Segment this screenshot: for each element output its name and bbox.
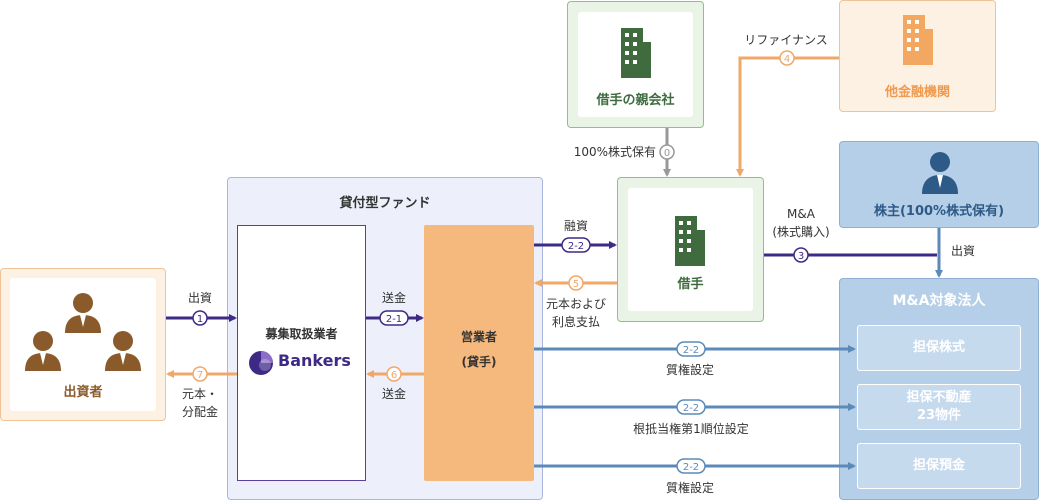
target-box: M&A対象法人 担保株式 担保不動産 23物件 担保預金 [839,278,1039,500]
person-icon [25,331,61,371]
svg-text:2-1: 2-1 [386,314,402,325]
badge-5: 5 [568,275,584,291]
refinance-label: リファイナンス [744,33,828,47]
shareholder-box: 株主(100%株式保有) [839,141,1039,228]
borrower-box: 借手 [617,177,764,322]
badge-3: 3 [793,247,809,263]
repay-label-1: 元本および [545,297,606,311]
svg-text:4: 4 [784,54,790,65]
person-icon [105,331,141,371]
badge-loan: 2-2 [561,237,591,253]
operator-line2: (貸手) [461,355,497,369]
badge-2-1: 2-1 [379,310,409,326]
collateral-deposit: 担保預金 [857,443,1021,489]
broker-title: 募集取扱業者 [265,327,338,341]
badge-pledge2: 2-2 [676,458,706,474]
svg-text:2-2: 2-2 [683,403,699,414]
building-icon [621,28,651,78]
parent-box: 借手の親会社 [567,1,704,128]
broker-logo-text: Bankers [278,351,351,370]
collateral-deposit-label: 担保預金 [912,458,965,473]
svg-text:0: 0 [664,148,670,159]
badge-1: 1 [192,310,208,326]
svg-text:5: 5 [573,279,579,290]
collateral-realestate-line1: 担保不動産 [906,390,972,405]
repay-label-2: 利息支払 [551,315,600,329]
invest-label: 出資 [187,291,212,305]
building-icon [675,216,705,266]
collateral-stock-label: 担保株式 [912,340,965,355]
borrower-label: 借手 [677,277,704,292]
return-label-2: 分配金 [181,405,218,419]
pledge2-label: 質権設定 [665,481,714,495]
operator-box: 営業者 (貸手) [424,225,534,481]
investors-label: 出資者 [63,385,103,400]
badge-7: 7 [192,366,208,382]
badge-0: 0 [659,144,675,160]
loan-label: 融資 [563,219,588,233]
operator-line1: 営業者 [460,330,497,344]
sh-invest-label: 出資 [950,244,975,258]
target-title: M&A対象法人 [892,293,986,309]
other-fin-label: 他金融機関 [884,85,950,100]
building-icon [903,15,933,65]
mortgage-label: 根抵当権第1順位設定 [633,422,749,436]
fund-title: 貸付型ファンド [339,196,431,211]
holding-label: 100%株式保有 [573,145,656,159]
svg-text:2-2: 2-2 [683,462,699,473]
shareholder-label: 株主(100%株式保有) [873,204,1005,219]
investors-box: 出資者 [0,268,166,421]
person-icon [65,293,101,333]
badge-4: 4 [779,50,795,66]
remit-out-label: 送金 [381,387,406,401]
collateral-stock: 担保株式 [857,325,1021,371]
return-label-1: 元本・ [181,387,218,401]
svg-text:2-2: 2-2 [568,241,584,252]
person-icon [922,152,958,194]
svg-text:2-2: 2-2 [683,345,699,356]
svg-text:6: 6 [391,370,397,381]
pledge1-label: 質権設定 [665,363,714,377]
badge-6: 6 [386,366,402,382]
ma-label-1: M&A [787,207,815,221]
svg-text:1: 1 [197,314,203,325]
remit-in-label: 送金 [381,291,406,305]
badge-mortgage: 2-2 [676,399,706,415]
bankers-logo-icon [249,351,273,375]
other-fin-box: 他金融機関 [839,0,996,112]
ma-label-2: (株式購入) [772,225,830,239]
svg-text:7: 7 [197,370,203,381]
collateral-realestate-line2: 23物件 [916,408,962,423]
refinance-arrow [736,56,839,177]
parent-label: 借手の親会社 [596,93,675,108]
collateral-realestate: 担保不動産 23物件 [857,384,1021,430]
badge-pledge1: 2-2 [676,341,706,357]
svg-text:3: 3 [798,251,804,262]
broker-box: 募集取扱業者 Bankers [237,225,366,481]
